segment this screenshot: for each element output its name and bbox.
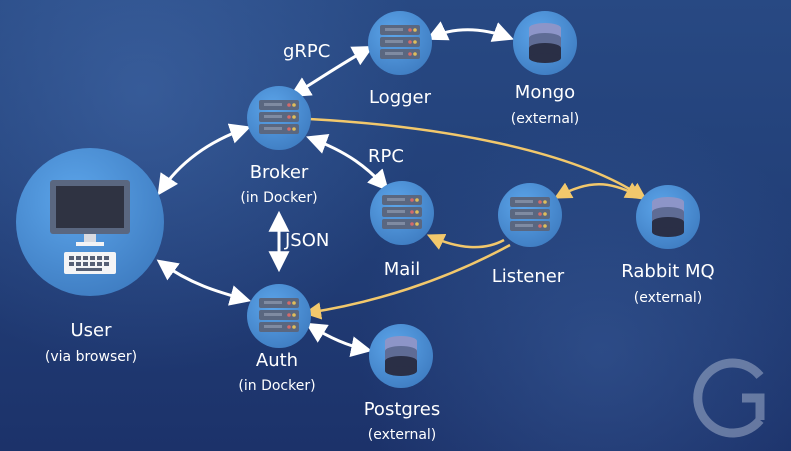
logger-node: Logger [368, 11, 432, 108]
edge-listener-mail [426, 233, 505, 250]
edge-label-json: JSON [284, 230, 329, 251]
edge-logger-mongo [426, 21, 514, 42]
user-node: User (via browser) [16, 148, 164, 365]
edge-label-grpc: gRPC [283, 41, 330, 62]
edge-user-auth [156, 259, 252, 306]
broker-subtitle: (in Docker) [240, 190, 317, 206]
server-icon [259, 298, 299, 332]
user-subtitle: (via browser) [45, 349, 137, 365]
rabbitmq-title: Rabbit MQ [621, 261, 714, 282]
mail-title: Mail [384, 259, 421, 280]
mongo-subtitle: (external) [511, 111, 580, 127]
edge-rabbitmq-listener [553, 182, 644, 199]
server-icon [382, 195, 422, 229]
database-icon [529, 23, 561, 63]
rabbitmq-node: Rabbit MQ (external) [621, 185, 715, 306]
edge-user-broker [157, 123, 251, 196]
listener-title: Listener [492, 266, 565, 287]
database-icon [652, 197, 684, 237]
edge-listener-auth [303, 243, 511, 320]
edge-auth-postgres [305, 322, 373, 357]
server-icon [259, 100, 299, 134]
mongo-node: Mongo (external) [511, 11, 580, 127]
mail-node: Mail [370, 181, 434, 280]
user-title: User [70, 320, 112, 341]
server-icon [380, 25, 420, 59]
edge-broker-rabbitmq [308, 117, 647, 200]
auth-node: Auth (in Docker) [238, 284, 316, 394]
g-logo-icon [693, 358, 765, 438]
postgres-node: Postgres (external) [364, 324, 441, 443]
listener-node: Listener [492, 183, 565, 287]
logger-title: Logger [369, 87, 432, 108]
postgres-subtitle: (external) [368, 427, 437, 443]
mongo-title: Mongo [515, 82, 575, 103]
computer-icon [50, 180, 130, 274]
server-icon [510, 197, 550, 231]
edge-broker-mail [306, 133, 389, 192]
auth-subtitle: (in Docker) [238, 378, 315, 394]
rabbitmq-subtitle: (external) [634, 290, 703, 306]
broker-title: Broker [250, 162, 309, 183]
database-icon [385, 336, 417, 376]
broker-node: Broker (in Docker) [240, 86, 318, 206]
postgres-title: Postgres [364, 399, 441, 420]
auth-title: Auth [256, 350, 298, 371]
edge-label-rpc: RPC [368, 146, 404, 167]
edge-broker-logger [289, 46, 374, 98]
